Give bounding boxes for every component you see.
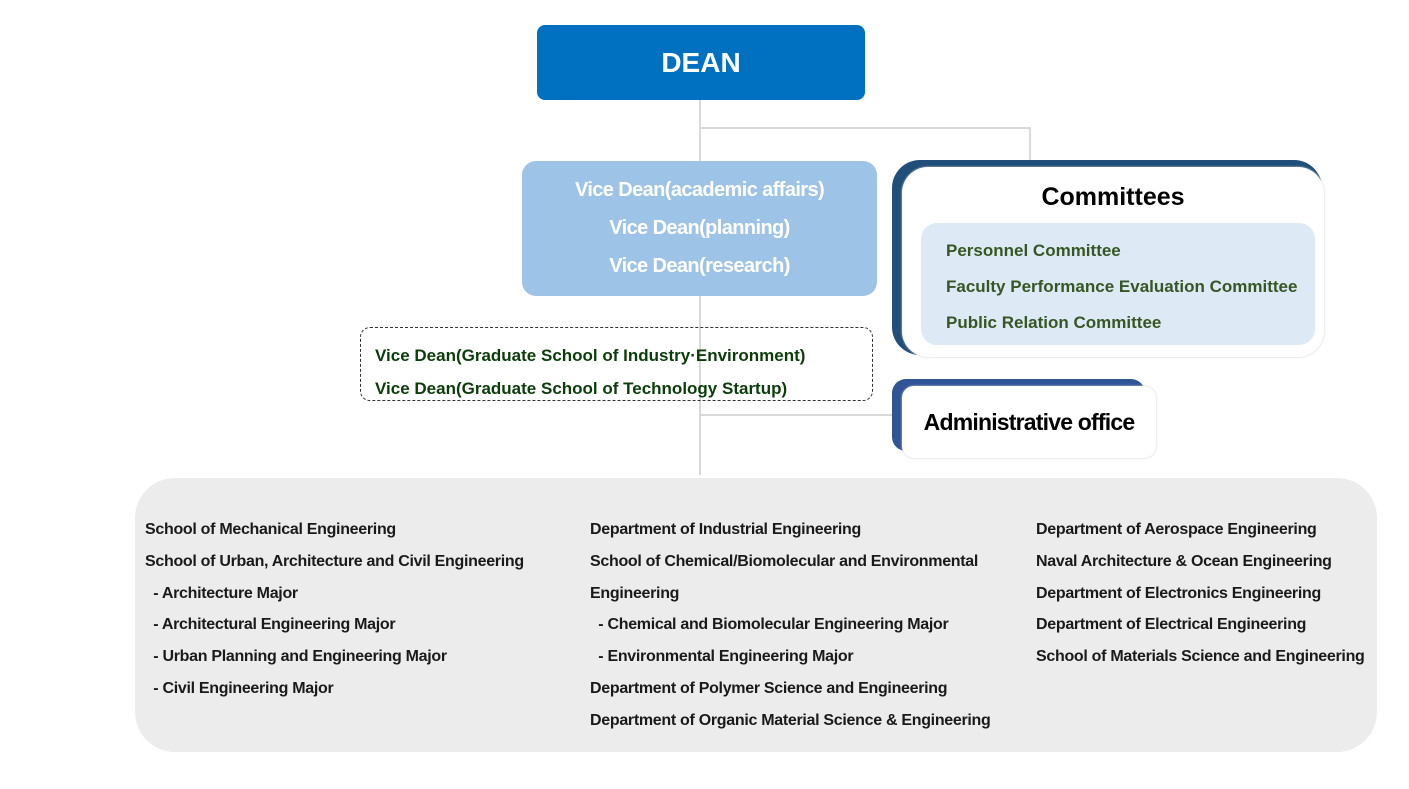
dean-box: DEAN <box>537 25 865 100</box>
administrative-office-box: Administrative office <box>902 386 1156 458</box>
unit-item: Department of Aerospace Engineering <box>1036 521 1317 538</box>
units-column-1: School of Mechanical Engineering School … <box>145 514 524 705</box>
committee-item: Public Relation Committee <box>946 313 1162 332</box>
committee-item: Personnel Committee <box>946 241 1121 260</box>
connector-committees-drop <box>1029 127 1031 161</box>
committees-title: Committees <box>1041 183 1185 211</box>
unit-item: School of Urban, Architecture and Civil … <box>145 552 524 570</box>
vice-dean-planning: Vice Dean(planning) <box>609 217 790 239</box>
units-box: School of Mechanical Engineering School … <box>135 478 1377 752</box>
connector-committees <box>700 127 1031 129</box>
unit-item: Department of Industrial Engineering <box>590 521 862 538</box>
committee-item: Faculty Performance Evaluation Committee <box>946 277 1298 296</box>
unit-item: School of Chemical/Biomolecular and Envi… <box>590 552 979 570</box>
unit-item: School of Mechanical Engineering <box>145 521 396 538</box>
committees-list: Personnel Committee Faculty Performance … <box>921 223 1315 345</box>
unit-item: Naval Architecture & Ocean Engineering <box>1036 552 1332 570</box>
graduate-vice-deans-box: Vice Dean(Graduate School of Industry·En… <box>360 327 873 401</box>
unit-item: - Chemical and Biomolecular Engineering … <box>590 616 949 634</box>
unit-item: - Urban Planning and Engineering Major <box>145 648 447 666</box>
connector-admin <box>700 414 892 416</box>
dean-label: DEAN <box>661 46 741 78</box>
unit-item: Department of Polymer Science and Engine… <box>590 679 948 697</box>
unit-item: Department of Electrical Engineering <box>1036 616 1307 634</box>
units-column-2: Department of Industrial Engineering Sch… <box>590 514 991 737</box>
unit-item: Department of Organic Material Science &… <box>590 711 991 729</box>
unit-item: - Architectural Engineering Major <box>145 616 396 634</box>
unit-item: Engineering <box>590 584 680 602</box>
vice-dean-research: Vice Dean(research) <box>609 255 790 277</box>
units-column-3: Department of Aerospace Engineering Nava… <box>1036 514 1365 673</box>
vice-dean-technology-startup: Vice Dean(Graduate School of Technology … <box>375 379 788 398</box>
vice-dean-industry-environment: Vice Dean(Graduate School of Industry·En… <box>375 346 806 365</box>
admin-label: Administrative office <box>923 408 1136 435</box>
unit-item: - Civil Engineering Major <box>145 679 334 697</box>
unit-item: Department of Electronics Engineering <box>1036 584 1321 602</box>
vice-deans-box: Vice Dean(academic affairs) Vice Dean(pl… <box>522 161 877 296</box>
unit-item: - Architecture Major <box>145 584 298 602</box>
committees-box: Committees Personnel Committee Faculty P… <box>902 167 1324 357</box>
unit-item: - Environmental Engineering Major <box>590 648 854 666</box>
unit-item: School of Materials Science and Engineer… <box>1036 648 1365 666</box>
vice-dean-academic: Vice Dean(academic affairs) <box>574 179 825 201</box>
